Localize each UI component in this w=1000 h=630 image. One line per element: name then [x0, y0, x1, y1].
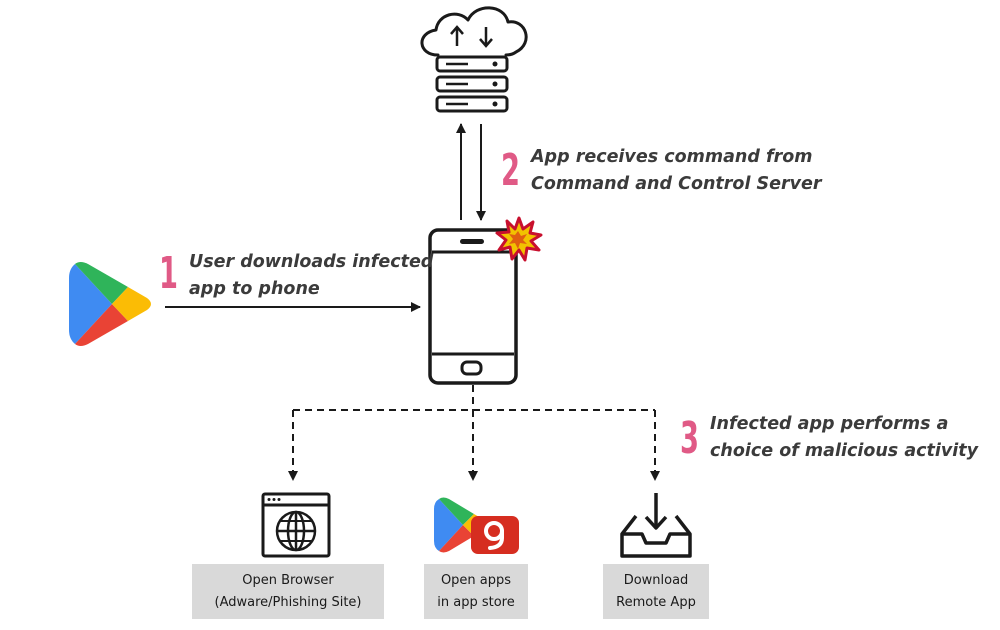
branch-connector [293, 385, 655, 411]
option-2-line-2: in app store [437, 594, 515, 610]
step-3-text: Infected app performs a choice of malici… [710, 411, 978, 465]
step-3-line-1: Infected app performs a [710, 414, 949, 434]
option-1-line-1: Open Browser [242, 572, 334, 588]
app-store-icon [434, 497, 519, 554]
step-2-number: 2 [501, 145, 520, 196]
option-3-line-1: Download [623, 572, 689, 588]
cloud-server-icon [420, 6, 528, 113]
option-3-line-2: Remote App [616, 594, 696, 610]
google-play-icon [69, 262, 151, 346]
step-1-number: 1 [159, 248, 178, 299]
browser-globe-icon [261, 492, 331, 558]
step-1-text: User downloads infected app to phone [189, 249, 433, 303]
explosion-burst-icon [495, 216, 543, 262]
step-1-line-2: app to phone [189, 279, 320, 299]
download-tray-icon [620, 493, 692, 558]
option-2-line-1: Open apps [440, 572, 512, 588]
option-open-browser-label: Open Browser (Adware/Phishing Site) [192, 564, 384, 619]
option-open-apps-label: Open apps in app store [424, 564, 528, 619]
option-download-label: Download Remote App [603, 564, 709, 619]
step-1-line-1: User downloads infected [189, 252, 434, 272]
step-2-line-1: App receives command from [531, 147, 813, 167]
smartphone-icon [428, 228, 518, 385]
option-1-line-2: (Adware/Phishing Site) [214, 594, 362, 610]
step-3-line-2: choice of malicious activity [710, 441, 979, 461]
step-3-number: 3 [680, 413, 699, 464]
step-2-text: App receives command from Command and Co… [531, 144, 822, 198]
step-2-line-2: Command and Control Server [531, 174, 822, 194]
